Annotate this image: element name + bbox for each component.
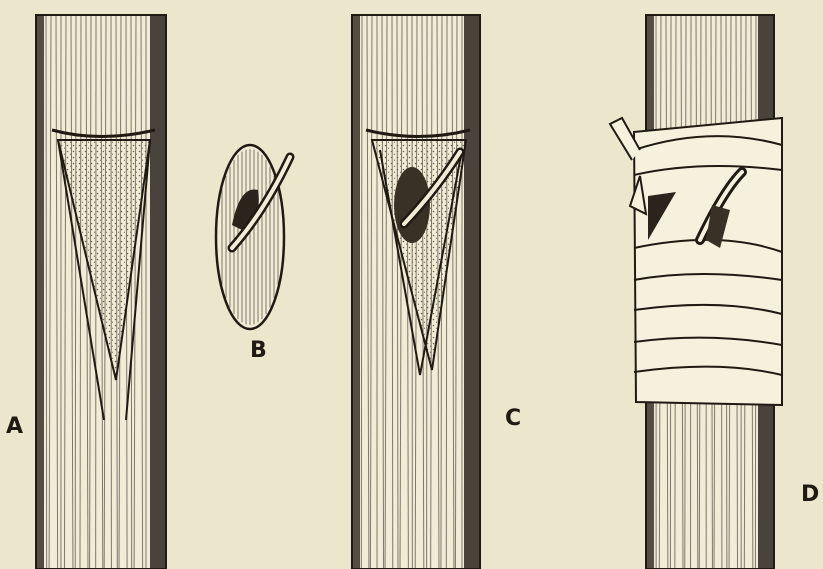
panel-d-raffia-wrapping — [610, 118, 782, 405]
panel-d-wrapped-bud — [610, 15, 782, 569]
panel-b-shield-hatching — [222, 149, 278, 325]
panel-b-bud-shield — [216, 145, 290, 329]
panel-b-label: B — [250, 340, 267, 362]
panel-d-label: D — [801, 484, 819, 506]
panel-c-label: C — [505, 408, 521, 430]
panel-a-label: A — [6, 416, 23, 438]
panel-c-inserted-bud — [352, 15, 480, 569]
panel-a-stock — [36, 15, 166, 569]
